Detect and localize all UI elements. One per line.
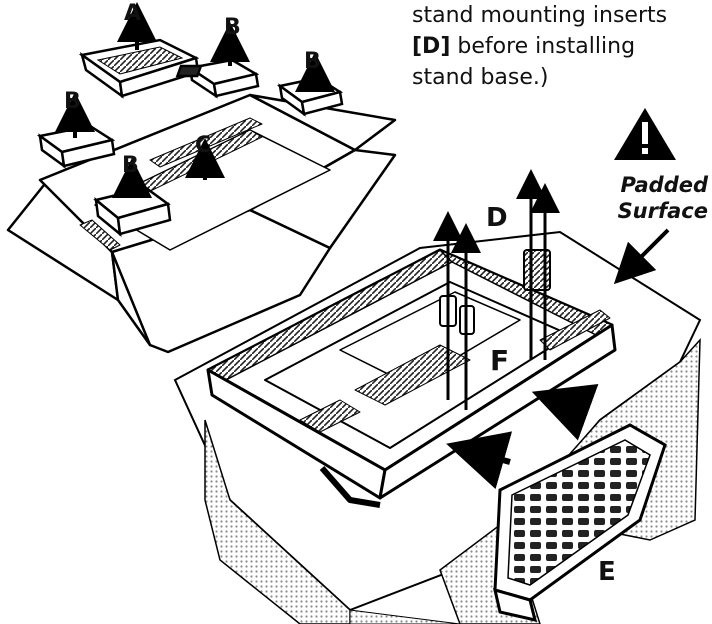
label-e: E (598, 557, 616, 587)
label-d: D (486, 203, 508, 233)
note-line-1: stand mounting inserts (412, 0, 712, 31)
label-b-4: B (122, 153, 139, 178)
warning-triangle-icon (614, 108, 676, 160)
padded-surface-line-2: Surface (598, 198, 708, 224)
label-a: A (124, 1, 141, 26)
note-line-3: stand base.) (412, 62, 712, 93)
label-b-2: B (304, 49, 321, 74)
padded-surface-label: Padded Surface (598, 172, 708, 224)
label-f: F (490, 344, 509, 377)
foam-block-b-1 (177, 60, 258, 96)
label-c: C (195, 133, 211, 158)
note-insert-ref: [D] (412, 34, 450, 59)
note-line-2-text: before installing (450, 34, 635, 59)
label-b-1: B (224, 15, 241, 40)
label-b-3: B (64, 89, 81, 114)
instruction-note: stand mounting inserts [D] before instal… (412, 0, 712, 93)
padded-surface-line-1: Padded (598, 172, 708, 198)
note-line-2: [D] before installing (412, 31, 712, 62)
padded-surface-pointer-arrow (628, 230, 668, 270)
